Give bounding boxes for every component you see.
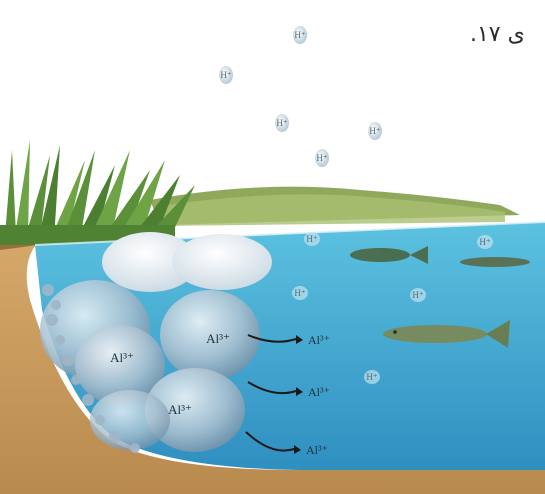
rain-h-ion-label: H⁺	[276, 118, 287, 128]
water-h-ion-label: H⁺	[294, 288, 305, 298]
reeds	[0, 140, 195, 245]
rock-al-ion-label: Al³⁺	[168, 402, 192, 417]
rock-al-ion-label: Al³⁺	[206, 331, 230, 346]
water-h-ion-label: H⁺	[306, 234, 317, 244]
rain-h-ion-label: H⁺	[294, 30, 305, 40]
rain-h-ion-label: H⁺	[220, 70, 231, 80]
rock-al-ion-label: Al³⁺	[110, 350, 134, 365]
rain-droplets: H⁺ H⁺ H⁺ H⁺ H⁺	[219, 26, 382, 167]
released-al-ion-label: Al³⁺	[306, 443, 328, 457]
rain-h-ion-label: H⁺	[369, 126, 380, 136]
released-al-ion-label: Al³⁺	[308, 385, 330, 399]
water-h-ion-label: H⁺	[479, 237, 490, 247]
water-h-ion-label: H⁺	[366, 372, 377, 382]
released-al-ion-label: Al³⁺	[308, 333, 330, 347]
water-h-ion-label: H⁺	[412, 290, 423, 300]
rain-h-ion-label: H⁺	[316, 153, 327, 163]
